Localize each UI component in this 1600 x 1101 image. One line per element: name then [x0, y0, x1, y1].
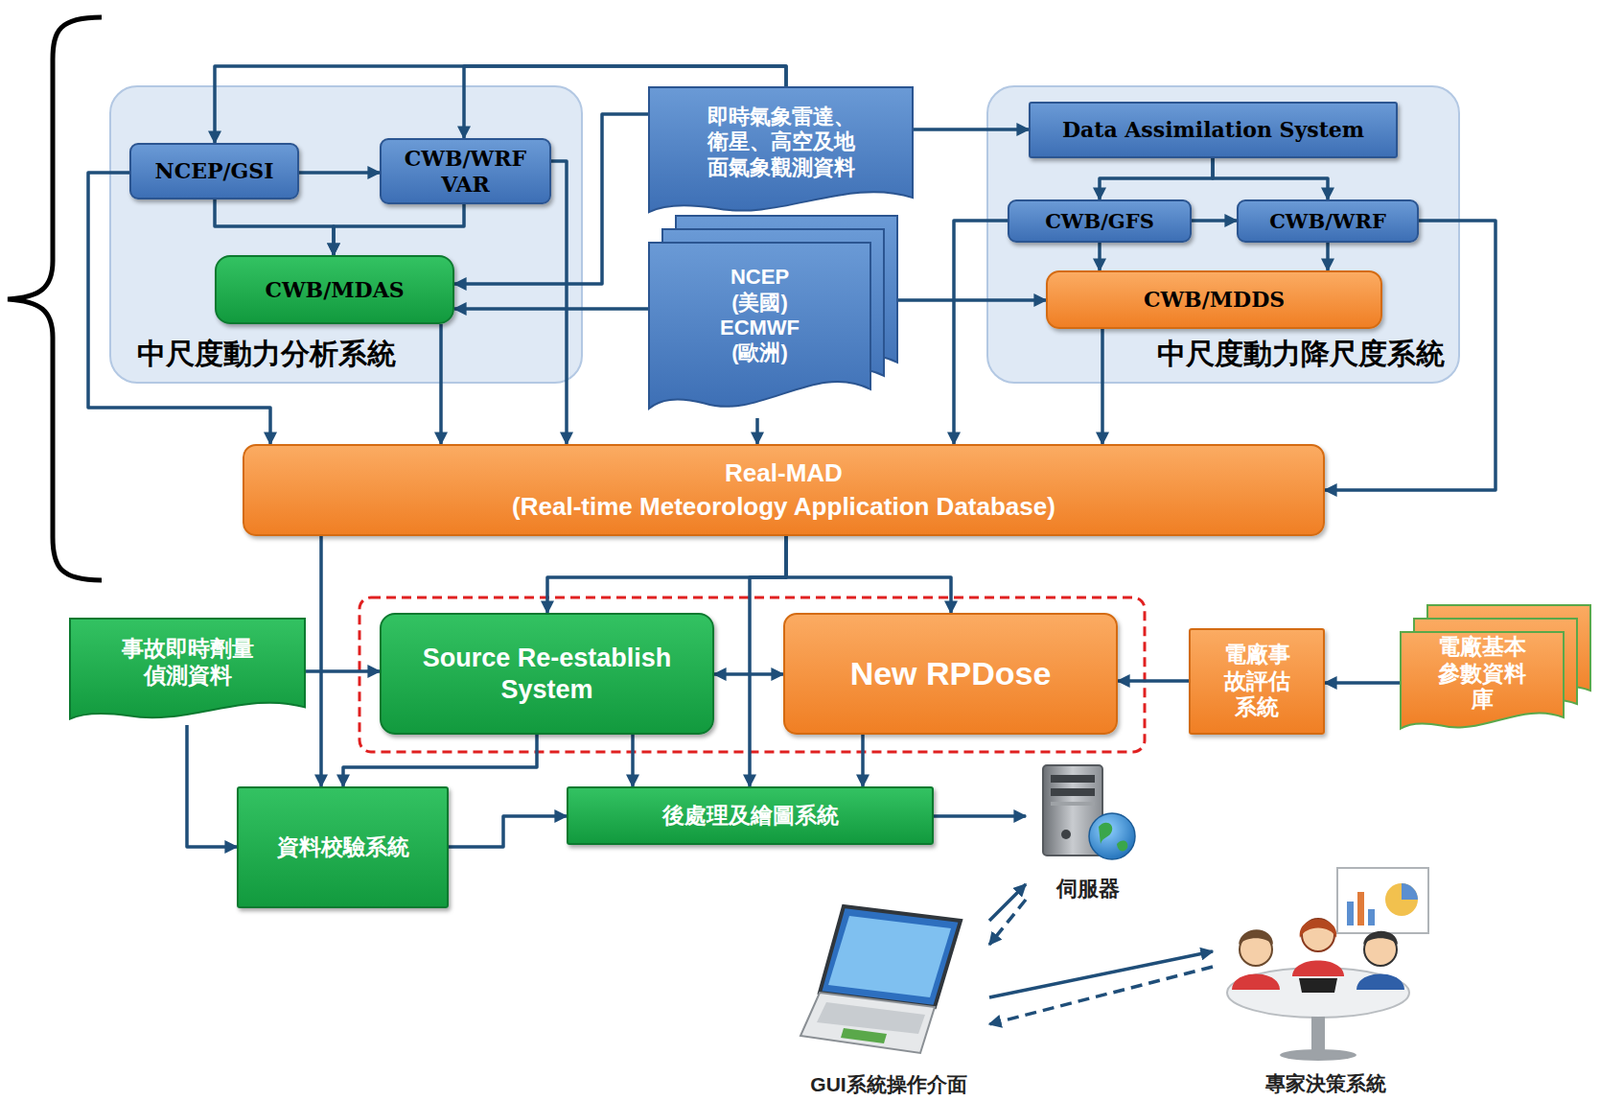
node-label: 即時氣象雷達、衛星、高空及地面氣象觀測資料 — [699, 104, 863, 181]
node-label: 事故即時劑量偵測資料 — [120, 635, 256, 689]
connector — [551, 161, 567, 444]
node-label: CWB/GFS — [1044, 208, 1155, 233]
connector — [630, 734, 635, 787]
connector — [989, 950, 1213, 998]
connector — [989, 899, 1026, 945]
connector — [989, 883, 1026, 921]
connector — [1099, 158, 1213, 200]
node-label: 電廠事故評估系統 — [1220, 641, 1294, 721]
process-box: Data Assimilation System — [1028, 101, 1398, 159]
process-box: CWB/GFS — [1007, 199, 1192, 243]
process-box: 後處理及繪圖系統 — [566, 786, 934, 845]
document-page — [1400, 631, 1564, 729]
node-label: 後處理及繪圖系統 — [662, 802, 839, 830]
document-page — [69, 618, 305, 719]
document-shape: 事故即時劑量偵測資料 — [69, 617, 306, 725]
icon-label: GUI系統操作介面 — [810, 1071, 967, 1096]
connector — [1100, 328, 1105, 444]
icon-node: GUI系統操作介面 — [788, 896, 990, 1096]
connector — [299, 170, 380, 175]
connector — [898, 298, 1046, 302]
panel-region: 中尺度動力分析系統 NCEP/GSI CWB/WRF VAR CWB/MDAS — [110, 86, 582, 383]
node-label: (Real-time Meteorology Application Datab… — [511, 491, 1056, 522]
connector — [1324, 680, 1400, 685]
process-box: CWB/WRF VAR — [379, 138, 552, 205]
node-label: 電廠基本參數資料庫 — [1434, 633, 1531, 714]
connector — [933, 813, 1026, 818]
node-label: CWB/WRF — [1269, 208, 1387, 233]
connector — [448, 815, 567, 847]
process-box: CWB/MDDS — [1045, 270, 1383, 329]
icon-node: 專家決策系統 — [1212, 862, 1438, 1095]
icon-label: 專家決策系統 — [1265, 1070, 1387, 1095]
region-label: 中尺度動力分析系統 — [137, 336, 396, 372]
node-label: CWB/MDDS — [1143, 286, 1285, 312]
panel-region: 中尺度動力降尺度系統 Data Assimilation SystemCWB/GF… — [987, 86, 1460, 383]
node-label: Data Assimilation System — [1062, 116, 1365, 142]
process-box: New RPDose — [783, 612, 1118, 735]
document-stack: NCEP (美國) ECMWF (歐洲) — [648, 214, 899, 418]
laptop-icon — [800, 905, 961, 1053]
connector — [749, 535, 787, 787]
node-label: Source Re-establish System — [422, 642, 673, 705]
process-box: 資料校驗系統 — [236, 786, 449, 908]
process-box: 電廠事故評估系統 — [1188, 627, 1325, 735]
node-label: Real-MAD — [724, 458, 843, 488]
dashed-group-outline — [359, 597, 1145, 752]
node-label: 資料校驗系統 — [277, 834, 410, 861]
node-label: NCEP/GSI — [155, 158, 275, 184]
connector — [319, 535, 324, 787]
process-box: CWB/WRF — [1236, 199, 1419, 243]
document-stack: 電廠基本參數資料庫 — [1399, 603, 1592, 735]
icon-label: 伺服器 — [1056, 876, 1120, 902]
node-label: CWB/MDAS — [264, 277, 404, 302]
connector — [1191, 218, 1237, 223]
connector — [1097, 242, 1102, 271]
document-shape: 即時氣象雷達、衛星、高空及地面氣象觀測資料 — [648, 86, 914, 220]
meeting-illustration — [1227, 867, 1429, 1061]
connector — [1212, 158, 1328, 200]
connector — [1325, 242, 1330, 271]
process-box: NCEP/GSI — [129, 142, 300, 200]
database-bar: Real-MAD(Real-time Meteorology Applicati… — [242, 443, 1325, 536]
process-box: Source Re-establish System — [379, 612, 715, 735]
connector — [1117, 678, 1189, 683]
server-icon — [1043, 765, 1136, 859]
connector — [786, 535, 951, 613]
panel-background — [110, 86, 582, 383]
connector — [714, 672, 784, 676]
document-page — [649, 242, 871, 409]
connector — [343, 734, 537, 787]
connector — [989, 966, 1213, 1024]
connector — [305, 669, 380, 673]
region-label: 中尺度動力降尺度系統 — [1157, 336, 1445, 372]
connector — [953, 220, 1008, 444]
connector — [860, 734, 865, 787]
connector — [214, 199, 334, 256]
panel-background — [987, 86, 1460, 383]
connector — [454, 306, 649, 311]
node-label: CWB/WRF VAR — [394, 145, 538, 197]
icon-node: 伺服器 — [1025, 757, 1151, 902]
connector — [186, 724, 237, 847]
connector — [333, 204, 464, 256]
connector — [439, 324, 443, 444]
node-label: NCEP (美國) ECMWF (歐洲) — [714, 264, 806, 367]
node-label: New RPDose — [850, 653, 1052, 694]
connector — [755, 417, 760, 444]
process-box: CWB/MDAS — [214, 255, 455, 325]
connector — [913, 127, 1029, 132]
document-page — [649, 87, 913, 212]
